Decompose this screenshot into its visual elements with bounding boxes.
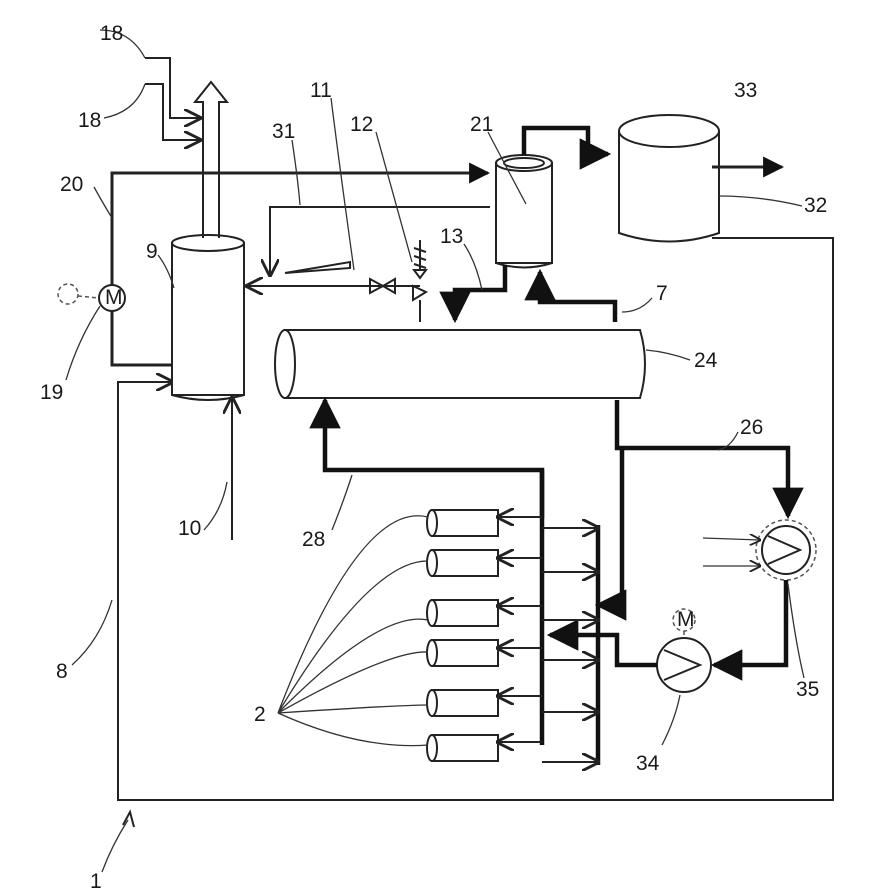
motor-34-letter: M — [677, 608, 695, 631]
adsorber-2c — [427, 600, 598, 626]
manifold-feed — [598, 448, 622, 605]
exhaust-stack — [195, 82, 227, 238]
label-18-lower: 18 — [78, 109, 101, 132]
label-9: 9 — [146, 240, 158, 263]
compressor-35 — [703, 520, 816, 580]
adsorber-2f — [427, 735, 598, 762]
tank-21 — [496, 155, 552, 268]
pump-19: M — [58, 284, 125, 311]
adsorber-2d — [427, 640, 598, 666]
leader-34 — [662, 695, 680, 745]
label-31: 31 — [272, 120, 295, 143]
tank-32 — [619, 115, 719, 242]
label-13: 13 — [440, 225, 463, 248]
pump-34: M — [657, 608, 711, 692]
label-33: 33 — [734, 79, 757, 102]
label-2: 2 — [254, 703, 266, 726]
leader-13 — [464, 244, 482, 290]
label-18-upper: 18 — [100, 22, 123, 45]
label-34: 34 — [636, 752, 660, 775]
label-12: 12 — [350, 113, 373, 136]
line-28 — [325, 400, 542, 518]
label-1: 1 — [90, 870, 102, 889]
line-35-to-34 — [714, 580, 786, 665]
valve-12 — [413, 240, 426, 322]
label-19: 19 — [40, 381, 63, 404]
leader-7 — [622, 298, 652, 312]
adsorber-2a — [427, 510, 598, 536]
label-21: 21 — [470, 113, 493, 136]
leader-2 — [278, 516, 428, 746]
label-32: 32 — [804, 194, 827, 217]
leader-10 — [204, 482, 227, 530]
line-21-to-32 — [524, 128, 608, 155]
label-24: 24 — [694, 349, 718, 372]
line-13 — [455, 265, 505, 320]
leader-28 — [332, 475, 352, 530]
line-11-taper — [285, 262, 350, 273]
label-7: 7 — [656, 282, 668, 305]
label-20: 20 — [60, 173, 83, 196]
leader-20 — [94, 187, 112, 218]
vessel-9 — [172, 235, 244, 400]
line-18-upper — [145, 58, 200, 118]
label-10: 10 — [178, 517, 201, 540]
line-7 — [540, 272, 615, 322]
label-11: 11 — [310, 79, 332, 102]
label-8: 8 — [56, 660, 68, 683]
leader-19 — [66, 306, 100, 380]
leader-32 — [719, 196, 802, 206]
leader-1 — [102, 820, 128, 872]
leader-18b — [104, 84, 145, 118]
leader-12 — [376, 132, 412, 262]
label-35: 35 — [796, 678, 819, 701]
label-26: 26 — [740, 416, 763, 439]
line-18-lower — [145, 84, 200, 140]
motor-19-letter: M — [105, 286, 123, 309]
leader-8 — [72, 600, 112, 665]
leader-35 — [788, 584, 804, 678]
adsorber-2e — [427, 690, 598, 716]
collector-pipe-24 — [275, 330, 645, 398]
label-28: 28 — [302, 528, 325, 551]
adsorber-2b — [427, 550, 598, 576]
leader-24 — [646, 350, 690, 360]
